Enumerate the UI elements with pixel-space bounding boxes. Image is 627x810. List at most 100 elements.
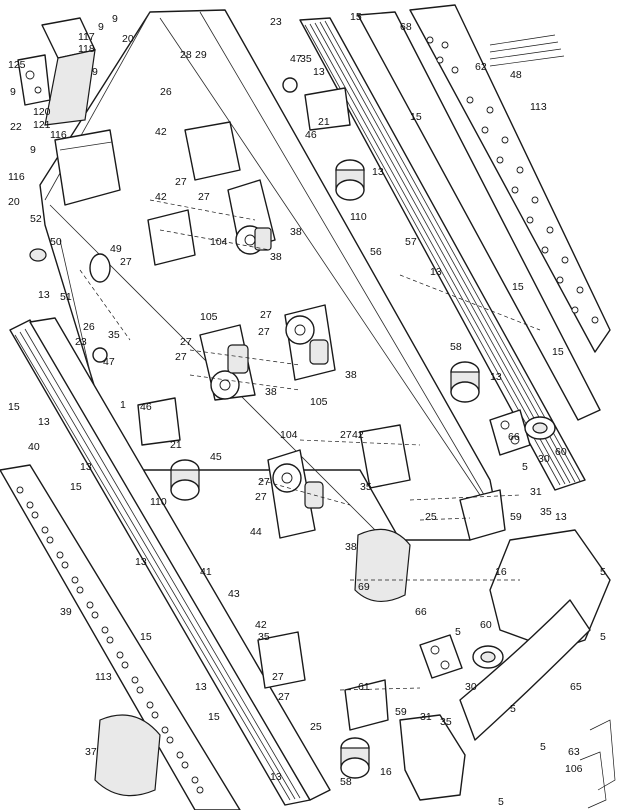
label-p121: 121	[33, 119, 51, 131]
pulley-assembly-upper	[227, 179, 276, 255]
label-p105b: 105	[310, 396, 328, 408]
label-p40: 40	[28, 441, 40, 453]
label-p60: 60	[555, 446, 567, 458]
assembly-lines	[79, 199, 541, 691]
label-p5: 5	[522, 461, 528, 473]
label-p15f: 15	[70, 481, 82, 493]
label-p15: 15	[350, 11, 362, 23]
label-p22: 22	[10, 121, 22, 133]
label-p42d: 42	[255, 619, 267, 631]
label-p47b: 47	[290, 53, 302, 65]
label-p63: 63	[568, 746, 580, 758]
label-p21: 21	[170, 439, 182, 451]
wheel-assembly-upper	[489, 409, 556, 456]
label-p117: 117	[78, 31, 95, 43]
label-p27i: 27	[258, 476, 270, 488]
label-p27b: 27	[175, 176, 187, 188]
label-p43: 43	[228, 588, 240, 600]
label-p30: 30	[538, 453, 550, 465]
label-p104: 104	[210, 236, 228, 248]
label-p51: 51	[60, 291, 72, 303]
bracket-42-lower	[257, 424, 411, 689]
label-p35e: 35	[258, 631, 270, 643]
pulley-assembly-lower	[267, 449, 324, 539]
bracket-46	[137, 87, 351, 446]
label-p48: 48	[510, 69, 522, 81]
label-p47: 47	[103, 356, 115, 368]
label-p113b: 113	[95, 671, 112, 683]
label-p110b: 110	[150, 496, 167, 508]
cushion-37	[94, 714, 161, 797]
label-p9d: 9	[10, 86, 16, 98]
wheel-assembly-lower	[419, 634, 504, 679]
label-p35: 35	[108, 329, 120, 341]
label-p13i: 13	[135, 556, 147, 568]
label-p9: 9	[98, 21, 104, 33]
label-p13h: 13	[80, 461, 92, 473]
label-p5f: 5	[540, 741, 546, 753]
bracket-42-upper	[147, 121, 241, 266]
label-p46b: 46	[305, 129, 317, 141]
u-bolts	[579, 719, 616, 809]
label-p27j: 27	[255, 491, 267, 503]
label-p9b: 9	[112, 13, 118, 25]
label-p35d: 35	[540, 506, 552, 518]
label-p9e: 9	[30, 144, 36, 156]
label-p26b: 26	[160, 86, 172, 98]
label-p15e: 15	[8, 401, 20, 413]
label-p27: 27	[120, 256, 132, 268]
label-p21b: 21	[318, 116, 330, 128]
label-p20: 20	[122, 33, 134, 45]
label-p28: 28	[180, 49, 192, 61]
label-p116: 116	[50, 129, 67, 141]
label-p13g: 13	[38, 416, 50, 428]
pulley-assembly-mid-right	[284, 304, 336, 381]
label-p35b: 35	[300, 53, 312, 65]
label-p5e: 5	[510, 703, 516, 715]
label-p65: 65	[570, 681, 582, 693]
label-p68: 68	[400, 21, 412, 33]
label-p20b: 20	[8, 196, 20, 208]
label-p16b: 16	[495, 566, 507, 578]
label-p13d: 13	[430, 266, 442, 278]
right-foot-rail	[299, 11, 601, 491]
label-p38: 38	[270, 251, 282, 263]
label-p56: 56	[370, 246, 382, 258]
label-p15g: 15	[140, 631, 152, 643]
label-p13c: 13	[372, 166, 384, 178]
label-p105: 105	[200, 311, 218, 323]
label-p42b: 42	[155, 191, 167, 203]
small-parts	[29, 77, 298, 363]
label-p5g: 5	[498, 796, 504, 808]
label-p120: 120	[33, 106, 51, 118]
label-p27f: 27	[180, 336, 192, 348]
label-p41: 41	[200, 566, 212, 578]
pulley-assembly-mid-left	[199, 324, 256, 401]
rear-base-cap	[399, 529, 611, 801]
roller-110-right	[335, 159, 365, 201]
label-p35c: 35	[360, 481, 372, 493]
label-p38c: 38	[345, 369, 357, 381]
label-p5c: 5	[600, 566, 606, 578]
label-p27g: 27	[175, 351, 187, 363]
label-p118: 118	[78, 43, 95, 55]
label-p30b: 30	[465, 681, 477, 693]
label-p57: 57	[405, 236, 417, 248]
label-p61: 61	[358, 681, 370, 693]
label-p27d: 27	[260, 309, 272, 321]
label-p110: 110	[350, 211, 367, 223]
label-p66: 66	[508, 431, 520, 443]
label-p35f: 35	[440, 716, 452, 728]
rods-48	[489, 34, 565, 67]
label-p31: 31	[530, 486, 542, 498]
label-p44: 44	[250, 526, 262, 538]
label-p58: 58	[450, 341, 462, 353]
label-p15d: 15	[552, 346, 564, 358]
cushion-69	[354, 528, 411, 602]
label-p49: 49	[110, 243, 122, 255]
label-p13b: 13	[313, 66, 325, 78]
motor-bracket	[54, 129, 121, 206]
label-p5b: 5	[455, 626, 461, 638]
